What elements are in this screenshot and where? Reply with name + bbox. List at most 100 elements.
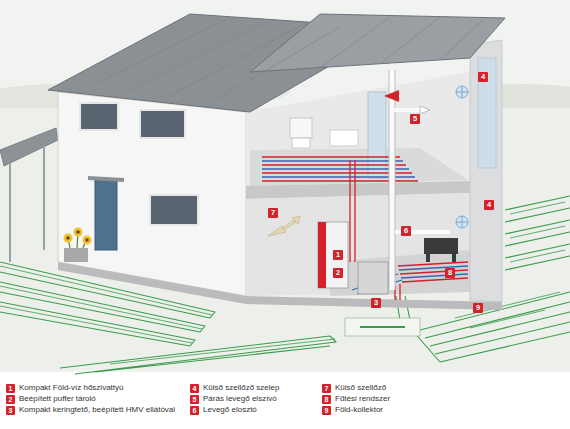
legend-row: 2 Beépített puffer tároló bbox=[6, 394, 96, 404]
callout-number: 4 bbox=[478, 72, 488, 82]
house-walls bbox=[470, 40, 502, 302]
house-walls bbox=[58, 262, 502, 310]
callout-number: 4 bbox=[484, 200, 494, 210]
legend-number: 3 bbox=[9, 407, 13, 414]
legend-text: Külső szellőző bbox=[335, 383, 386, 393]
vent-fans bbox=[456, 86, 468, 98]
vent-fans bbox=[456, 86, 468, 98]
legend-swatch: 7 bbox=[322, 384, 331, 393]
legend-swatch: 5 bbox=[190, 395, 199, 404]
legend-row: 1 Kompakt Föld-víz hőszivattyú bbox=[6, 383, 123, 393]
legend-row: 4 Külső szellőző szelep bbox=[190, 383, 279, 393]
ventilation-ducts bbox=[420, 106, 430, 114]
roof bbox=[250, 14, 505, 72]
windows-door bbox=[95, 180, 117, 250]
windows-door bbox=[150, 195, 198, 225]
floor-heating bbox=[398, 262, 468, 282]
callout-number: 6 bbox=[401, 226, 411, 236]
roof bbox=[90, 17, 485, 103]
legend-swatch: 6 bbox=[190, 406, 199, 415]
house-walls bbox=[58, 92, 246, 296]
heat-pump-units bbox=[318, 222, 458, 294]
callout-number: 3 bbox=[371, 298, 381, 308]
legend-text: Kompakt keringtető, beépített HMV ellátó… bbox=[19, 405, 175, 415]
ground-collector bbox=[345, 318, 420, 336]
legend-row: 5 Párás levegő elszívó bbox=[190, 394, 277, 404]
callout-number: 5 bbox=[410, 114, 420, 124]
ground-collector bbox=[505, 196, 570, 270]
legend-number: 1 bbox=[9, 385, 13, 392]
floor-heating bbox=[350, 160, 355, 262]
heat-pump-units bbox=[318, 222, 326, 288]
callout-number: 1 bbox=[333, 250, 343, 260]
interior-upper bbox=[290, 118, 312, 138]
legend-number: 4 bbox=[193, 385, 197, 392]
ventilation-ducts bbox=[390, 70, 395, 290]
sunflowers bbox=[74, 228, 83, 237]
legend-row: 6 Levegő elosztó bbox=[190, 405, 257, 415]
legend-number: 2 bbox=[9, 396, 13, 403]
outside-vent-arrow bbox=[268, 216, 300, 236]
vent-fans bbox=[456, 216, 468, 228]
ground-collector bbox=[360, 326, 405, 328]
legend-number: 7 bbox=[325, 385, 329, 392]
vent-fans bbox=[456, 216, 468, 228]
ground-collector bbox=[110, 339, 335, 364]
carport bbox=[0, 128, 58, 262]
legend-number: 9 bbox=[325, 407, 329, 414]
legend-swatch: 4 bbox=[190, 384, 199, 393]
interior-upper bbox=[292, 138, 310, 148]
house-walls bbox=[478, 58, 496, 168]
legend-swatch: 8 bbox=[322, 395, 331, 404]
heat-pump-units bbox=[318, 222, 348, 288]
carport bbox=[43, 146, 45, 250]
windows-door bbox=[80, 103, 198, 250]
legend-swatch: 1 bbox=[6, 384, 15, 393]
callout-number: 2 bbox=[333, 268, 343, 278]
background bbox=[0, 372, 570, 429]
floor-heating bbox=[399, 266, 468, 278]
carport bbox=[9, 163, 11, 262]
ventilation-ducts bbox=[384, 70, 450, 290]
legend-number: 6 bbox=[193, 407, 197, 414]
roof bbox=[48, 14, 505, 112]
outside-vent-arrow bbox=[268, 216, 300, 236]
legend-number: 8 bbox=[325, 396, 329, 403]
ventilation-ducts bbox=[389, 70, 396, 290]
sunflowers bbox=[64, 234, 73, 243]
ground-collector bbox=[60, 336, 336, 374]
house-walls bbox=[246, 193, 470, 296]
callout-number: 8 bbox=[445, 268, 455, 278]
carport bbox=[0, 128, 58, 166]
legend-swatch: 9 bbox=[322, 406, 331, 415]
sunflowers bbox=[66, 236, 70, 240]
floor-heating bbox=[262, 157, 468, 300]
vent-fans bbox=[456, 86, 468, 228]
interior-upper bbox=[330, 130, 358, 146]
legend-row: 3 Kompakt keringtető, beépített HMV ellát… bbox=[6, 405, 175, 415]
legend-row: 8Fűtési rendszer bbox=[322, 394, 390, 404]
callout-number: 9 bbox=[473, 303, 483, 313]
legend-row: 7 Külső szellőző bbox=[322, 383, 386, 393]
windows-door bbox=[80, 103, 118, 130]
windows-door bbox=[140, 110, 185, 138]
legend-swatch: 2 bbox=[6, 395, 15, 404]
legend-text: Beépített puffer tároló bbox=[19, 394, 96, 404]
legend-text: Külső szellőző szelep bbox=[203, 383, 279, 393]
sunflowers bbox=[83, 236, 92, 245]
legend-text: Kompakt Föld-víz hőszivattyú bbox=[19, 383, 123, 393]
legend-text: Föld-kollektor bbox=[335, 405, 383, 415]
callout-number: 7 bbox=[268, 208, 278, 218]
sunflowers bbox=[76, 230, 80, 234]
windows-door bbox=[88, 176, 124, 182]
legend-text: Párás levegő elszívó bbox=[203, 394, 277, 404]
ventilation-ducts bbox=[384, 90, 399, 102]
ground-collector bbox=[510, 202, 565, 262]
legend-text: Levegő elosztó bbox=[203, 405, 257, 415]
sunflowers bbox=[64, 248, 88, 262]
house-walls bbox=[250, 148, 468, 186]
